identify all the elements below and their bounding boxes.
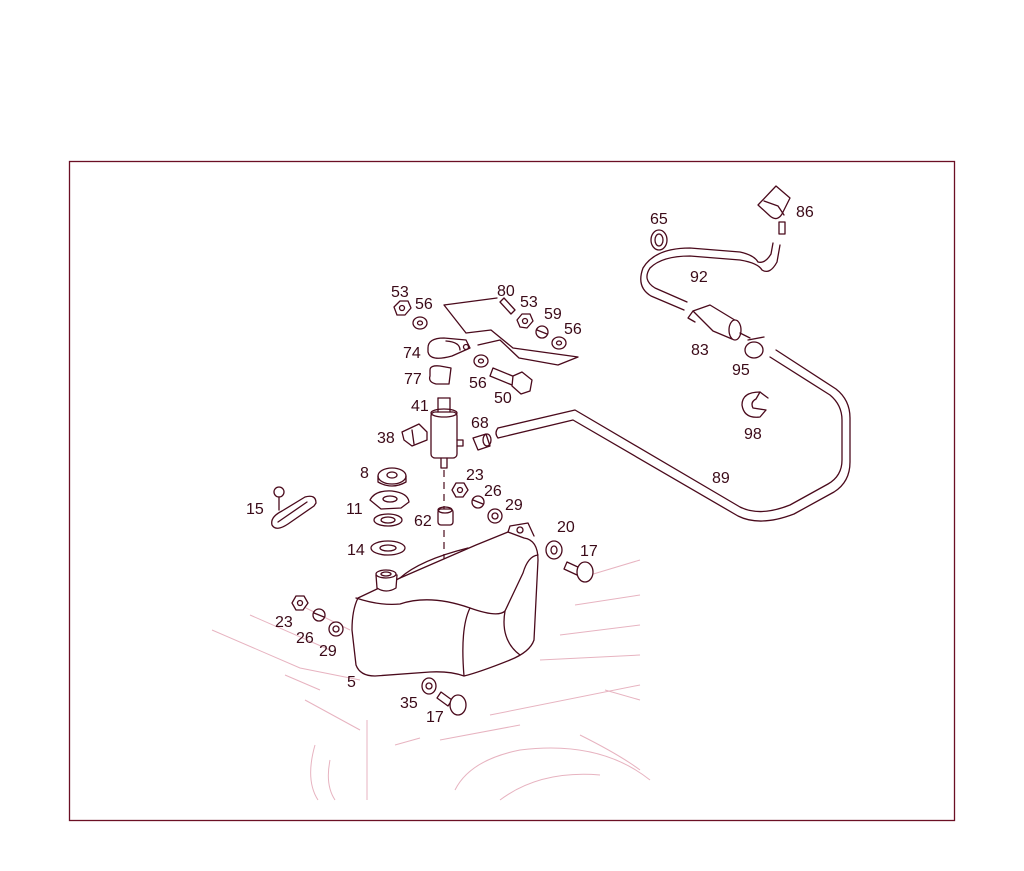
callout-labels: 65 86 92 83 95 98 89 53 56 80 53 59 56 7… xyxy=(246,204,814,726)
washer-nozzle-86 xyxy=(757,185,791,235)
grommet-68 xyxy=(472,433,492,451)
nut-53-right xyxy=(516,313,534,329)
washer-29-lower xyxy=(328,621,344,637)
callout-23-lower: 23 xyxy=(275,614,293,631)
washer-29-upper xyxy=(487,508,503,524)
callout-80: 80 xyxy=(497,283,515,300)
grommet-65 xyxy=(650,229,668,251)
callout-8: 8 xyxy=(360,465,369,482)
strap-15 xyxy=(271,486,317,529)
callout-17-upper: 17 xyxy=(580,543,598,560)
callout-29-upper: 29 xyxy=(505,497,523,514)
diagram-frame xyxy=(68,160,956,822)
callout-53-left: 53 xyxy=(391,284,409,301)
bolt-17-lower xyxy=(436,691,467,716)
nut-23-lower xyxy=(291,595,309,611)
callout-26-upper: 26 xyxy=(484,483,502,500)
callout-98: 98 xyxy=(744,426,762,443)
callout-74: 74 xyxy=(403,345,421,362)
bolt-50 xyxy=(489,367,533,395)
callout-77: 77 xyxy=(404,371,422,388)
bolt-17-upper xyxy=(563,561,594,583)
callout-86: 86 xyxy=(796,204,814,221)
callout-95: 95 xyxy=(732,362,750,379)
callout-92: 92 xyxy=(690,269,708,286)
rubber-sleeve-77 xyxy=(428,365,452,385)
washer-26-lower xyxy=(312,608,326,622)
check-valve-83 xyxy=(687,304,751,341)
callout-14: 14 xyxy=(347,542,365,559)
pin-80 xyxy=(499,297,516,315)
hose-clip-98 xyxy=(741,391,769,418)
callout-50: 50 xyxy=(494,390,512,407)
callout-56-right: 56 xyxy=(564,321,582,338)
callout-68: 68 xyxy=(471,415,489,432)
callout-15: 15 xyxy=(246,501,264,518)
callout-62: 62 xyxy=(414,513,432,530)
callout-83: 83 xyxy=(691,342,709,359)
callout-11: 11 xyxy=(346,501,363,518)
washer-56-middle xyxy=(473,354,489,368)
callout-53-right: 53 xyxy=(520,294,538,311)
hose-clip-95 xyxy=(744,336,765,359)
hose-89 xyxy=(495,349,851,522)
washer-35 xyxy=(421,677,437,695)
seal-ring-14 xyxy=(370,540,406,556)
callout-5: 5 xyxy=(347,674,356,691)
nut-8 xyxy=(377,467,407,487)
nut-23-upper xyxy=(451,482,469,498)
background-sketch xyxy=(211,559,651,801)
callout-59: 59 xyxy=(544,306,562,323)
hose-92 xyxy=(640,242,781,311)
callout-20: 20 xyxy=(557,519,575,536)
callout-38: 38 xyxy=(377,430,395,447)
washer-56-right xyxy=(551,336,567,350)
callout-41: 41 xyxy=(411,398,429,415)
callout-35: 35 xyxy=(400,695,418,712)
callout-65: 65 xyxy=(650,211,668,228)
retainer-11 xyxy=(369,490,410,527)
washer-reservoir-5 xyxy=(351,522,539,677)
callout-89: 89 xyxy=(712,470,730,487)
callout-29-lower: 29 xyxy=(319,643,337,660)
nut-53-left xyxy=(393,300,412,316)
washer-26-upper xyxy=(471,495,485,509)
washer-pump-41 xyxy=(430,397,464,469)
grommet-62 xyxy=(437,506,454,526)
retaining-clip-38 xyxy=(401,423,428,447)
bracket-plate xyxy=(443,297,579,366)
callout-17-lower: 17 xyxy=(426,709,444,726)
callout-56-middle: 56 xyxy=(469,375,487,392)
spring-washer-59 xyxy=(535,325,549,339)
washer-20 xyxy=(545,540,563,560)
washer-56-left xyxy=(412,316,428,330)
callout-23-upper: 23 xyxy=(466,467,484,484)
callout-26-lower: 26 xyxy=(296,630,314,647)
clamp-74 xyxy=(427,337,471,359)
callout-56-left: 56 xyxy=(415,296,433,313)
